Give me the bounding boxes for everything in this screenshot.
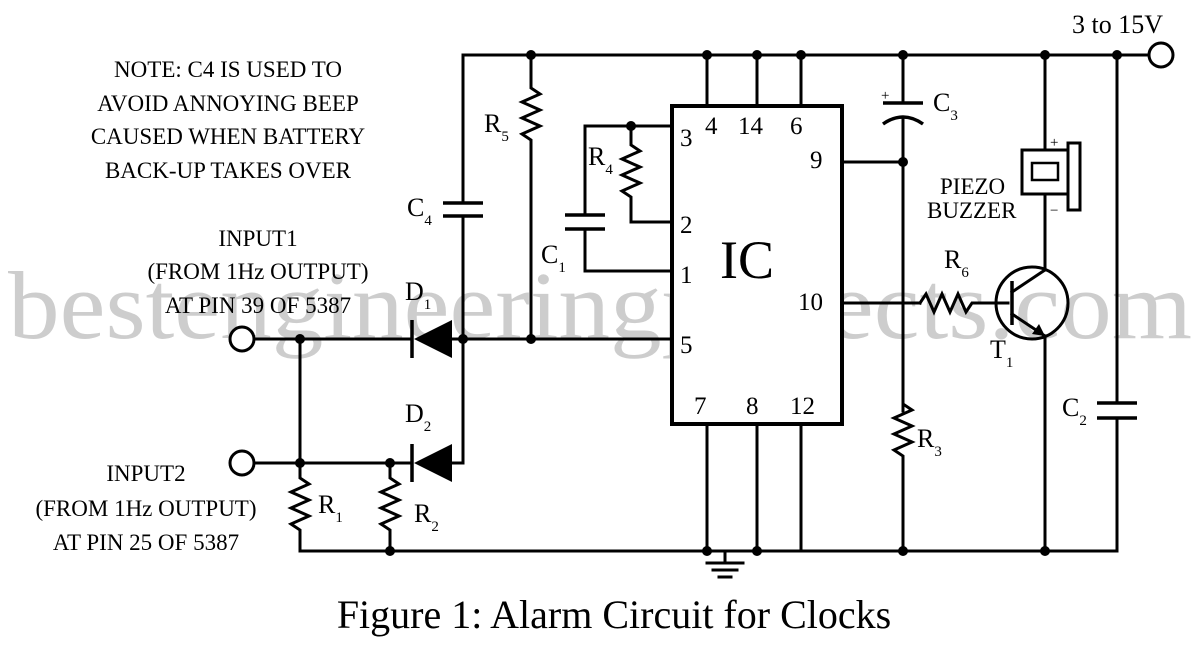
r4-label: R4 bbox=[588, 142, 613, 178]
svg-text:AVOID ANNOYING BEEP: AVOID ANNOYING BEEP bbox=[97, 91, 359, 116]
buzzer-label: PIEZO BUZZER bbox=[927, 174, 1017, 223]
capacitor-c2 bbox=[1097, 53, 1137, 553]
r2-label: R2 bbox=[414, 499, 439, 535]
c4-label: C4 bbox=[407, 193, 432, 229]
resistor-r3 bbox=[890, 393, 916, 553]
svg-text:BUZZER: BUZZER bbox=[927, 198, 1017, 223]
svg-text:NOTE: C4 IS USED TO: NOTE: C4 IS USED TO bbox=[114, 57, 342, 82]
svg-text:PIEZO: PIEZO bbox=[940, 174, 1005, 199]
c1-label: C1 bbox=[541, 240, 566, 276]
input2-terminal bbox=[228, 449, 256, 477]
ic-pin-6: 6 bbox=[790, 113, 803, 140]
svg-text:(FROM 1Hz OUTPUT): (FROM 1Hz OUTPUT) bbox=[35, 496, 256, 521]
ic-pin-3: 3 bbox=[680, 125, 693, 152]
ic-pin-4: 4 bbox=[705, 113, 718, 140]
figure-caption: Figure 1: Alarm Circuit for Clocks bbox=[337, 592, 891, 637]
c3-plus-sign: + bbox=[881, 88, 889, 104]
c2-label: C2 bbox=[1062, 393, 1087, 429]
svg-text:INPUT2: INPUT2 bbox=[106, 461, 185, 486]
r5-label: R5 bbox=[484, 109, 509, 145]
svg-text:(FROM 1Hz OUTPUT): (FROM 1Hz OUTPUT) bbox=[147, 259, 368, 284]
diode-d2 bbox=[410, 444, 465, 482]
resistor-r2 bbox=[377, 461, 403, 553]
ic-pin-2: 2 bbox=[680, 212, 693, 239]
svg-text:AT PIN 39 OF 5387: AT PIN 39 OF 5387 bbox=[165, 293, 351, 318]
t1-label: T1 bbox=[990, 335, 1013, 371]
svg-text:BACK-UP TAKES OVER: BACK-UP TAKES OVER bbox=[105, 158, 352, 183]
resistor-r6 bbox=[917, 290, 1010, 316]
ic-body bbox=[670, 104, 844, 426]
svg-text:AT PIN 25 OF 5387: AT PIN 25 OF 5387 bbox=[53, 530, 239, 555]
supply-terminal bbox=[1147, 41, 1175, 69]
ic-pin-14: 14 bbox=[738, 113, 764, 140]
input2-label: INPUT2 (FROM 1Hz OUTPUT) AT PIN 25 OF 53… bbox=[35, 461, 256, 555]
buzzer-minus-sign: − bbox=[1050, 203, 1058, 219]
supply-voltage-label: 3 to 15V bbox=[1072, 10, 1163, 39]
d2-label: D2 bbox=[405, 399, 431, 435]
ground-symbol bbox=[705, 549, 745, 579]
buzzer-plus-sign: + bbox=[1050, 135, 1058, 151]
input1-terminal bbox=[228, 325, 256, 353]
transistor-t1 bbox=[994, 265, 1070, 341]
svg-text:CAUSED WHEN BATTERY: CAUSED WHEN BATTERY bbox=[91, 124, 366, 149]
ic-pin-10: 10 bbox=[798, 289, 823, 316]
r6-label: R6 bbox=[944, 245, 969, 281]
c3-label: C3 bbox=[933, 88, 958, 124]
input1-label: INPUT1 (FROM 1Hz OUTPUT) AT PIN 39 OF 53… bbox=[147, 226, 368, 318]
ic-pin-8: 8 bbox=[746, 393, 759, 420]
d1-label: D1 bbox=[405, 277, 431, 313]
resistor-r5 bbox=[518, 53, 544, 341]
resistor-r1 bbox=[287, 337, 313, 553]
ic-pin-12: 12 bbox=[790, 393, 815, 420]
resistor-r4 bbox=[618, 124, 674, 224]
r1-label: R1 bbox=[318, 490, 343, 526]
diode-d1 bbox=[410, 320, 465, 358]
ic-pin-7: 7 bbox=[694, 393, 707, 420]
capacitor-c1 bbox=[565, 124, 674, 273]
ic-pin-9: 9 bbox=[810, 147, 823, 174]
ic-pin-5: 5 bbox=[680, 332, 693, 359]
piezo-buzzer bbox=[1020, 53, 1082, 212]
note-text: NOTE: C4 IS USED TO AVOID ANNOYING BEEP … bbox=[91, 57, 366, 183]
ic-pin-1: 1 bbox=[680, 262, 693, 289]
ic-label: IC bbox=[720, 230, 774, 290]
svg-text:INPUT1: INPUT1 bbox=[218, 226, 297, 251]
r3-label: R3 bbox=[917, 424, 942, 460]
